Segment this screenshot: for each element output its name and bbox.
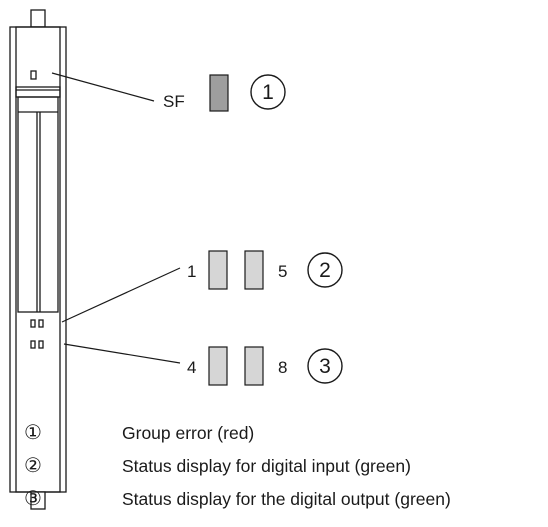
module-sf-led bbox=[30, 70, 37, 80]
leader-line-sf bbox=[51, 72, 155, 102]
input-led-1 bbox=[208, 250, 228, 290]
callout-marker-2 bbox=[307, 252, 343, 288]
callout-marker-2-label: 2 bbox=[319, 259, 331, 282]
sf-led-indicator bbox=[209, 74, 229, 112]
callout-marker-1-label: 1 bbox=[262, 81, 274, 104]
module-bottom-tab bbox=[30, 491, 46, 510]
callout-marker-3 bbox=[307, 348, 343, 384]
module-led-8 bbox=[38, 340, 44, 349]
module-housing bbox=[9, 9, 67, 510]
callout-marker-3-label: 3 bbox=[319, 355, 331, 378]
module-outer bbox=[9, 26, 67, 493]
input-led-right-label: 5 bbox=[278, 262, 287, 281]
output-led-4 bbox=[208, 346, 228, 386]
leader-line-input bbox=[61, 267, 181, 323]
output-led-8 bbox=[244, 346, 264, 386]
leader-line-output bbox=[63, 343, 181, 364]
input-led-5 bbox=[244, 250, 264, 290]
module-top-tab bbox=[30, 9, 46, 28]
input-led-left-label: 1 bbox=[187, 262, 196, 281]
module-led-4 bbox=[30, 340, 36, 349]
module-slot bbox=[17, 96, 59, 313]
callout-marker-1 bbox=[250, 74, 286, 110]
output-led-right-label: 8 bbox=[278, 358, 287, 377]
sf-label: SF bbox=[163, 92, 185, 111]
module-led-5 bbox=[38, 319, 44, 328]
module-led-1 bbox=[30, 319, 36, 328]
output-led-left-label: 4 bbox=[187, 358, 196, 377]
